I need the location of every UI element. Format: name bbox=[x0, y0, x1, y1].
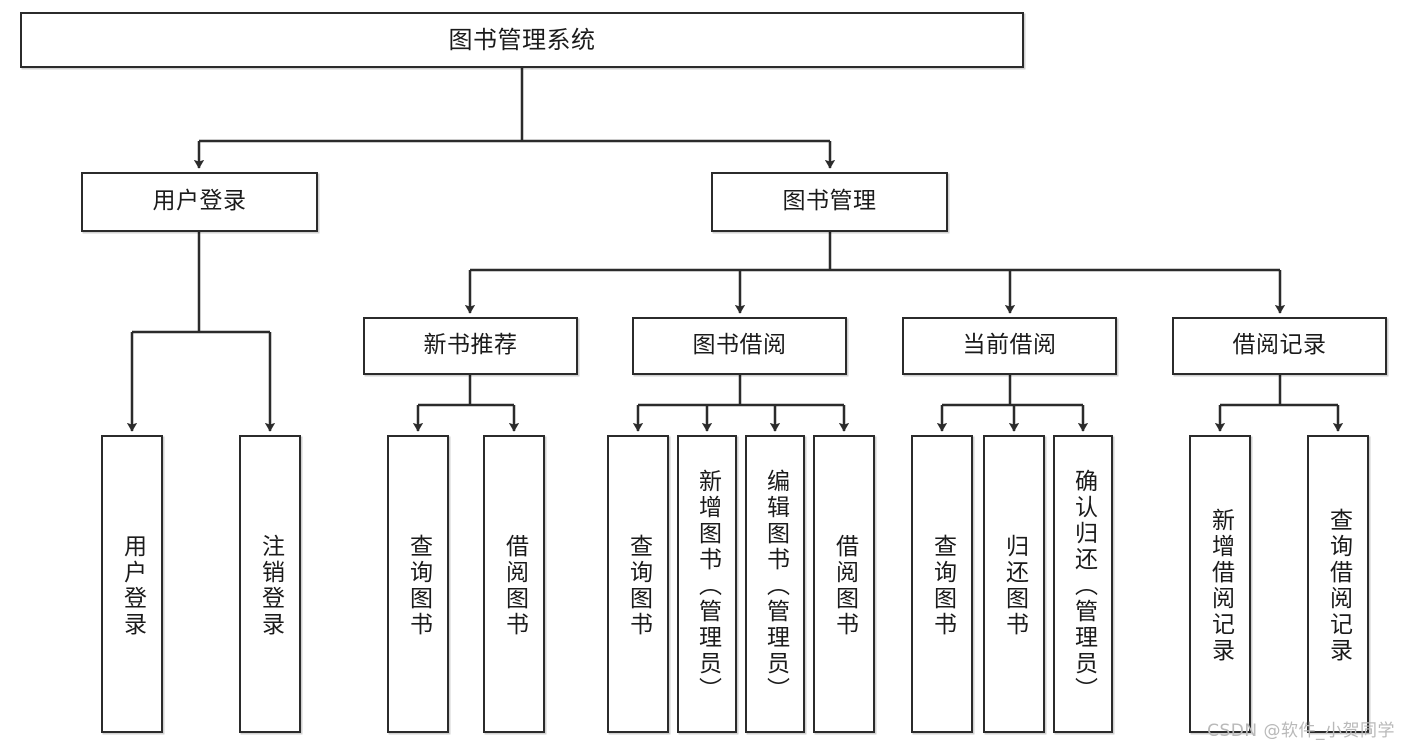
leaf-return-book[interactable]: 归还图书 bbox=[983, 435, 1045, 733]
leaf-query-record-label: 查询借阅记录 bbox=[1325, 508, 1352, 664]
node-book-borrow[interactable]: 图书借阅 bbox=[632, 317, 847, 375]
leaf-add-record[interactable]: 新增借阅记录 bbox=[1189, 435, 1251, 733]
leaf-query-book-1[interactable]: 查询图书 bbox=[387, 435, 449, 733]
leaf-logout[interactable]: 注销登录 bbox=[239, 435, 301, 733]
node-user-login-label: 用户登录 bbox=[152, 188, 247, 215]
leaf-query-book-2-label: 查询图书 bbox=[625, 534, 652, 638]
node-book-manage[interactable]: 图书管理 bbox=[711, 172, 948, 232]
node-book-borrow-label: 图书借阅 bbox=[692, 332, 787, 359]
node-borrow-record-label: 借阅记录 bbox=[1232, 332, 1327, 359]
leaf-confirm-return[interactable]: 确认归还（管理员） bbox=[1053, 435, 1113, 733]
leaf-user-login-label: 用户登录 bbox=[119, 534, 146, 638]
leaf-user-login[interactable]: 用户登录 bbox=[101, 435, 163, 733]
node-new-book-recommend-label: 新书推荐 bbox=[423, 332, 518, 359]
leaf-borrow-book-2[interactable]: 借阅图书 bbox=[813, 435, 875, 733]
leaf-edit-book-label: 编辑图书（管理员） bbox=[762, 469, 789, 703]
leaf-query-book-3-label: 查询图书 bbox=[929, 534, 956, 638]
leaf-query-book-1-label: 查询图书 bbox=[405, 534, 432, 638]
leaf-borrow-book-2-label: 借阅图书 bbox=[831, 534, 858, 638]
leaf-add-record-label: 新增借阅记录 bbox=[1207, 508, 1234, 664]
node-book-manage-label: 图书管理 bbox=[782, 188, 877, 215]
leaf-edit-book[interactable]: 编辑图书（管理员） bbox=[745, 435, 805, 733]
leaf-add-book[interactable]: 新增图书（管理员） bbox=[677, 435, 737, 733]
leaf-add-book-label: 新增图书（管理员） bbox=[694, 469, 721, 703]
node-root[interactable]: 图书管理系统 bbox=[20, 12, 1024, 68]
leaf-query-book-3[interactable]: 查询图书 bbox=[911, 435, 973, 733]
node-borrow-record[interactable]: 借阅记录 bbox=[1172, 317, 1387, 375]
node-root-label: 图书管理系统 bbox=[448, 25, 596, 54]
leaf-query-book-2[interactable]: 查询图书 bbox=[607, 435, 669, 733]
leaf-borrow-book-1[interactable]: 借阅图书 bbox=[483, 435, 545, 733]
node-new-book-recommend[interactable]: 新书推荐 bbox=[363, 317, 578, 375]
node-current-borrow[interactable]: 当前借阅 bbox=[902, 317, 1117, 375]
watermark: CSDN @软件_小贺同学 bbox=[1207, 721, 1395, 741]
leaf-confirm-return-label: 确认归还（管理员） bbox=[1070, 469, 1097, 703]
leaf-query-record[interactable]: 查询借阅记录 bbox=[1307, 435, 1369, 733]
leaf-return-book-label: 归还图书 bbox=[1001, 534, 1028, 638]
leaf-borrow-book-1-label: 借阅图书 bbox=[501, 534, 528, 638]
node-user-login[interactable]: 用户登录 bbox=[81, 172, 318, 232]
leaf-logout-label: 注销登录 bbox=[257, 534, 284, 638]
node-current-borrow-label: 当前借阅 bbox=[962, 332, 1057, 359]
